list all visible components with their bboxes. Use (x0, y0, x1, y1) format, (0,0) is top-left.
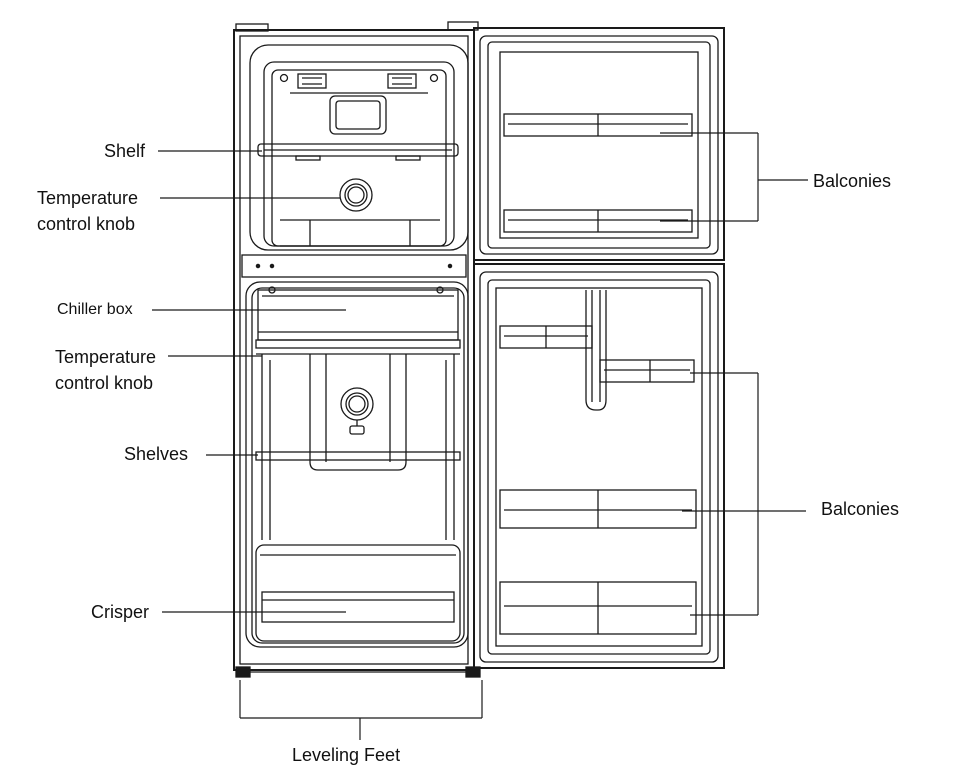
chiller-box-label: Chiller box (57, 301, 133, 318)
crisper-label: Crisper (91, 602, 150, 622)
chiller-box (257, 286, 459, 341)
shelf-label: Shelf (104, 141, 146, 161)
crisper-drawer (255, 544, 461, 642)
fridge-control-panel (309, 354, 407, 471)
freezer-knob-label: Temperature control knob (37, 187, 138, 235)
fridge-shelves (255, 339, 461, 540)
balconies-top-label: Balconies (813, 171, 892, 191)
fridge-knob-label-line2: control knob (55, 373, 154, 393)
freezer-knob-label-line1: Temperature (37, 188, 139, 208)
leader-lines (152, 132, 808, 740)
freezer-shelf (257, 143, 459, 161)
freezer-compartment (249, 44, 469, 251)
fridge-knob-label-line1: Temperature (55, 347, 157, 367)
leveling-feet-label: Leveling Feet (292, 745, 401, 765)
leveling-feet (235, 666, 481, 678)
balconies-bottom-label: Balconies (821, 499, 900, 519)
cabinet (233, 23, 475, 671)
fridge-compartment (245, 281, 469, 648)
freezer-knob-label-line2: control knob (37, 214, 136, 234)
freezer-door (447, 21, 725, 261)
fridge-door (473, 263, 725, 669)
freezer-door-balconies (503, 113, 693, 233)
shelves-label: Shelves (124, 444, 189, 464)
fridge-temperature-knob (340, 387, 374, 435)
freezer-temperature-knob (280, 178, 440, 247)
fridge-door-balconies (499, 290, 697, 635)
fridge-knob-label: Temperature control knob (55, 346, 156, 394)
